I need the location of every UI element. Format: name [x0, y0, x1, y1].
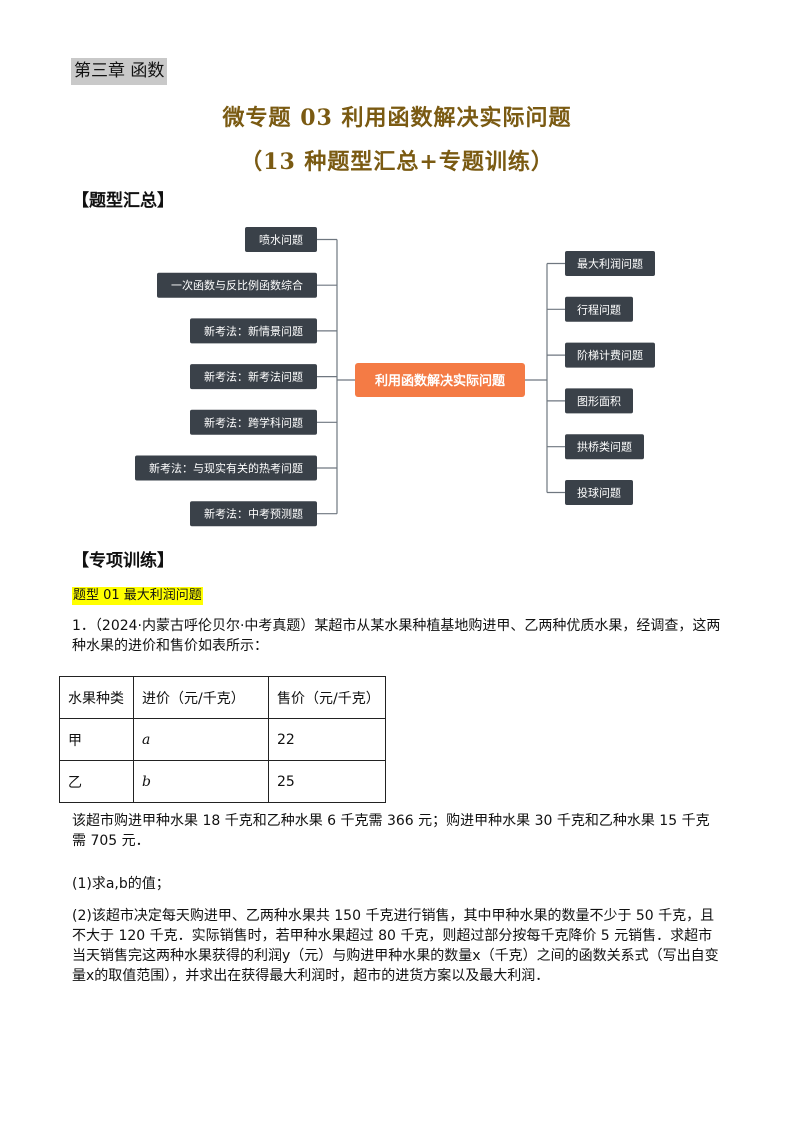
table-row: 甲 a 22 — [59, 718, 386, 761]
table-cell: 甲 — [59, 718, 134, 761]
mindmap-right-label: 最大利润问题 — [577, 257, 643, 271]
mindmap-left-node: 新考法：跨学科问题 — [190, 409, 317, 435]
mindmap-right-label: 拱桥类问题 — [577, 440, 632, 454]
mindmap-left-label: 一次函数与反比例函数综合 — [171, 278, 303, 292]
problem-condition: 该超市购进甲种水果 18 千克和乙种水果 6 千克需 366 元；购进甲种水果 … — [72, 813, 710, 849]
table-cell: 25 — [268, 760, 386, 803]
mindmap-right-label: 行程问题 — [577, 303, 621, 316]
price-table: 水果种类 进价（元/千克） 售价（元/千克） 甲 a 22 乙 b 25 — [59, 676, 386, 803]
mindmap-left-label: 新考法：新情景问题 — [204, 324, 303, 338]
table-row: 乙 b 25 — [59, 760, 386, 803]
mindmap-left-node: 新考法：与现实有关的热考问题 — [135, 455, 317, 481]
mindmap-left-label: 新考法：新考法问题 — [204, 370, 303, 384]
table-header-cell: 进价（元/千克） — [133, 676, 269, 719]
mindmap-right-node: 投球问题 — [565, 480, 633, 505]
mindmap-left-node: 新考法：新情景问题 — [190, 318, 317, 344]
mindmap-right-node: 最大利润问题 — [565, 251, 655, 276]
section-heading-summary: 【题型汇总】 — [72, 191, 174, 211]
table-cell: 22 — [268, 718, 386, 761]
mindmap-left-node: 新考法：新考法问题 — [190, 364, 317, 390]
question-1: (1)求a,b的值； — [72, 876, 170, 892]
mindmap-links — [317, 238, 565, 515]
table-header-cell: 水果种类 — [59, 676, 134, 719]
table-header-cell: 售价（元/千克） — [268, 676, 386, 719]
mindmap-right-label: 图形面积 — [577, 395, 621, 408]
mindmap-right-label: 阶梯计费问题 — [577, 348, 643, 362]
chapter-label: 第三章 函数 — [71, 58, 168, 85]
mindmap-left-node: 新考法：中考预测题 — [190, 501, 317, 527]
mindmap-center-node: 利用函数解决实际问题 — [355, 363, 525, 397]
problem-intro: 1．（2024·内蒙古呼伦贝尔·中考真题）某超市从某水果种植基地购进甲、乙两种优… — [72, 618, 721, 654]
section-heading-training: 【专项训练】 — [72, 551, 174, 571]
mindmap-left-label: 新考法：中考预测题 — [204, 507, 303, 521]
table-cell: a — [133, 718, 269, 761]
mindmap-left-label: 新考法：与现实有关的热考问题 — [149, 461, 303, 475]
table-cell: b — [133, 760, 269, 803]
mindmap-right-node: 行程问题 — [565, 296, 633, 322]
table-header-row: 水果种类 进价（元/千克） 售价（元/千克） — [59, 676, 386, 719]
mindmap-left-label: 喷水问题 — [259, 234, 303, 247]
mindmap-left-label: 新考法：跨学科问题 — [204, 415, 303, 429]
type-label: 题型 01 最大利润问题 — [72, 587, 203, 605]
page-title: 微专题 03 利用函数解决实际问题 — [222, 105, 572, 131]
mindmap-right-label: 投球问题 — [577, 486, 621, 500]
question-2: (2)该超市决定每天购进甲、乙两种水果共 150 千克进行销售，其中甲种水果的数… — [72, 908, 719, 984]
table-cell: 乙 — [59, 760, 134, 803]
mindmap-center-label: 利用函数解决实际问题 — [375, 373, 506, 389]
mindmap-right-node: 图形面积 — [565, 388, 633, 414]
mindmap-diagram: 利用函数解决实际问题 喷水问题一次函数与反比例函数综合新考法：新情景问题新考法：新… — [135, 227, 655, 527]
mindmap-nodes: 利用函数解决实际问题 喷水问题一次函数与反比例函数综合新考法：新情景问题新考法：新… — [135, 227, 655, 527]
mindmap-left-node: 一次函数与反比例函数综合 — [157, 272, 317, 298]
mindmap-right-node: 拱桥类问题 — [565, 434, 644, 460]
page-subtitle: （13 种题型汇总+专题训练） — [240, 149, 554, 175]
mindmap-left-node: 喷水问题 — [245, 227, 317, 252]
mindmap-right-node: 阶梯计费问题 — [565, 342, 655, 368]
